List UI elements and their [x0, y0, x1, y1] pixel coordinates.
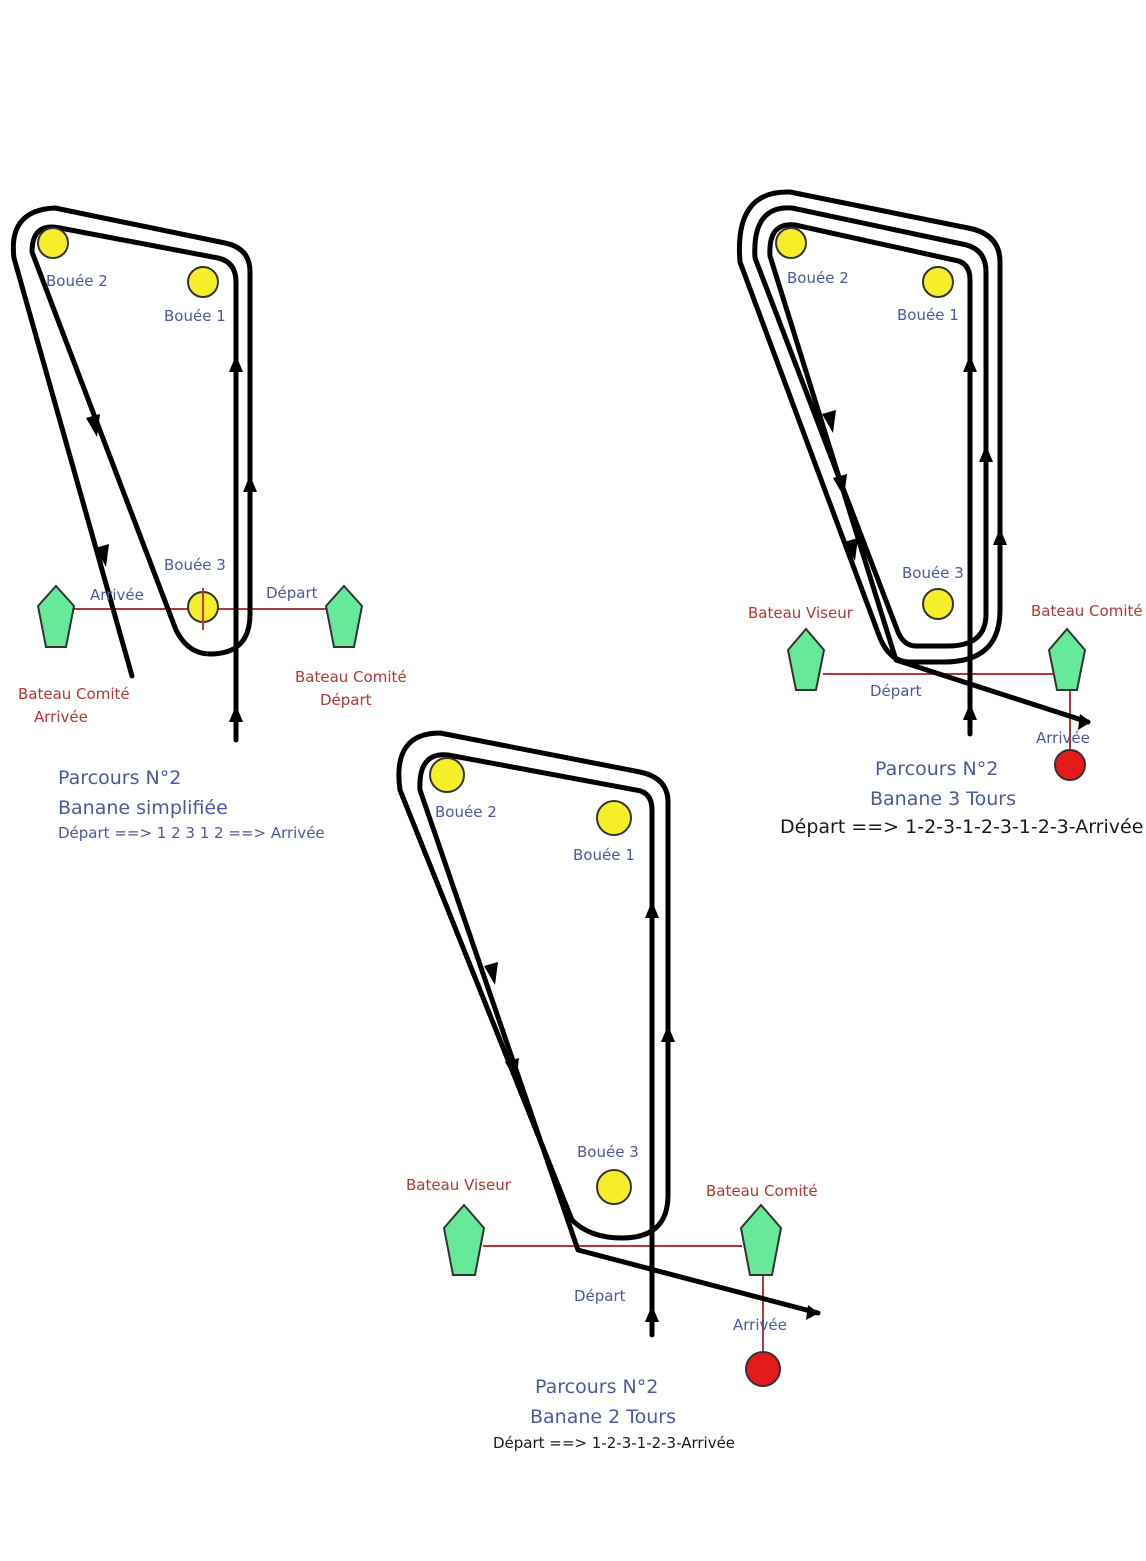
- arrow-up: [645, 1305, 659, 1322]
- start-label: Départ: [574, 1287, 626, 1305]
- committee-boat: [1047, 627, 1087, 691]
- arrow-up: [993, 528, 1007, 545]
- buoy-3: [596, 1169, 632, 1205]
- arrow-right: [1078, 714, 1091, 730]
- committee-boat: [739, 1203, 783, 1276]
- course-title: Banane 2 Tours: [530, 1406, 676, 1428]
- course-title: Banane simplifiée: [58, 797, 228, 819]
- start-label: Départ: [266, 584, 318, 602]
- buoy-2-label: Bouée 2: [46, 272, 108, 290]
- course-banane-3-tours: Bouée 2 Bouée 1 Bouée 3 Bateau Viseur Ba…: [736, 189, 1143, 838]
- outer-track: [396, 730, 671, 1241]
- course-number: Parcours N°2: [875, 758, 998, 780]
- finish-label: Arrivée: [90, 586, 144, 604]
- arrow-up: [963, 703, 977, 720]
- inner-track: [417, 752, 821, 1338]
- committee-start-label-1: Bateau Comité: [295, 668, 407, 686]
- buoy-2-label: Bouée 2: [787, 269, 849, 287]
- committee-boat-finish: [36, 584, 76, 648]
- buoy-3-label: Bouée 3: [164, 556, 226, 574]
- buoy-3: [922, 588, 954, 620]
- finish-label: Arrivée: [733, 1316, 787, 1334]
- sight-boat-label: Bateau Viseur: [406, 1176, 512, 1194]
- arrow-right: [806, 1305, 819, 1320]
- committee-finish-label-2: Arrivée: [34, 708, 88, 726]
- committee-start-label-2: Départ: [320, 691, 372, 709]
- arrow-up: [661, 1025, 675, 1042]
- arrow-down: [505, 1058, 519, 1081]
- inner-track: [767, 222, 1091, 737]
- finish-mark: [1054, 749, 1086, 781]
- committee-boat-start: [324, 584, 364, 648]
- buoy-1-label: Bouée 1: [164, 307, 226, 325]
- committee-boat-label: Bateau Comité: [1031, 602, 1143, 620]
- course-title: Banane 3 Tours: [870, 788, 1016, 810]
- buoy-2: [429, 757, 465, 793]
- course-sequence: Départ ==> 1 2 3 1 2 ==> Arrivée: [58, 824, 325, 842]
- finish-label: Arrivée: [1036, 729, 1090, 747]
- start-label: Départ: [870, 682, 922, 700]
- buoy-1-label: Bouée 1: [573, 846, 635, 864]
- arrow-down: [833, 474, 847, 497]
- sight-boat-label: Bateau Viseur: [748, 604, 854, 622]
- outer-track: [10, 205, 253, 743]
- arrow-up: [229, 355, 243, 372]
- sight-boat: [442, 1203, 486, 1276]
- arrow-down: [484, 962, 498, 985]
- arrow-up: [979, 445, 993, 462]
- buoy-2: [37, 227, 69, 259]
- course-number: Parcours N°2: [535, 1376, 658, 1398]
- course-sequence: Départ ==> 1-2-3-1-2-3-Arrivée: [493, 1434, 735, 1452]
- finish-mark: [745, 1351, 781, 1387]
- arrow-down: [844, 538, 858, 561]
- course-banane-2-tours: Bouée 2 Bouée 1 Bouée 3 Bateau Viseur Ba…: [396, 730, 821, 1452]
- buoy-1-label: Bouée 1: [897, 306, 959, 324]
- arrow-down: [822, 410, 836, 433]
- arrow-up: [243, 475, 257, 492]
- arrow-down: [95, 544, 109, 567]
- course-banane-simplifiee: Bouée 2 Bouée 1 Bouée 3 Arrivée Départ B…: [10, 205, 407, 842]
- committee-boat-label: Bateau Comité: [706, 1182, 818, 1200]
- buoy-1: [596, 800, 632, 836]
- buoy-1: [922, 266, 954, 298]
- buoy-2-label: Bouée 2: [435, 803, 497, 821]
- buoy-3-label: Bouée 3: [902, 564, 964, 582]
- buoy-1: [187, 266, 219, 298]
- arrow-down: [86, 414, 100, 437]
- arrow-up: [645, 901, 659, 918]
- sight-boat: [786, 627, 826, 691]
- committee-finish-label-1: Bateau Comité: [18, 685, 130, 703]
- arrow-up: [229, 705, 243, 722]
- course-sequence: Départ ==> 1-2-3-1-2-3-1-2-3-Arrivée: [780, 816, 1143, 838]
- middle-track: [752, 205, 989, 649]
- arrow-up: [963, 355, 977, 372]
- buoy-3-label: Bouée 3: [577, 1143, 639, 1161]
- buoy-2: [775, 227, 807, 259]
- course-number: Parcours N°2: [58, 767, 181, 789]
